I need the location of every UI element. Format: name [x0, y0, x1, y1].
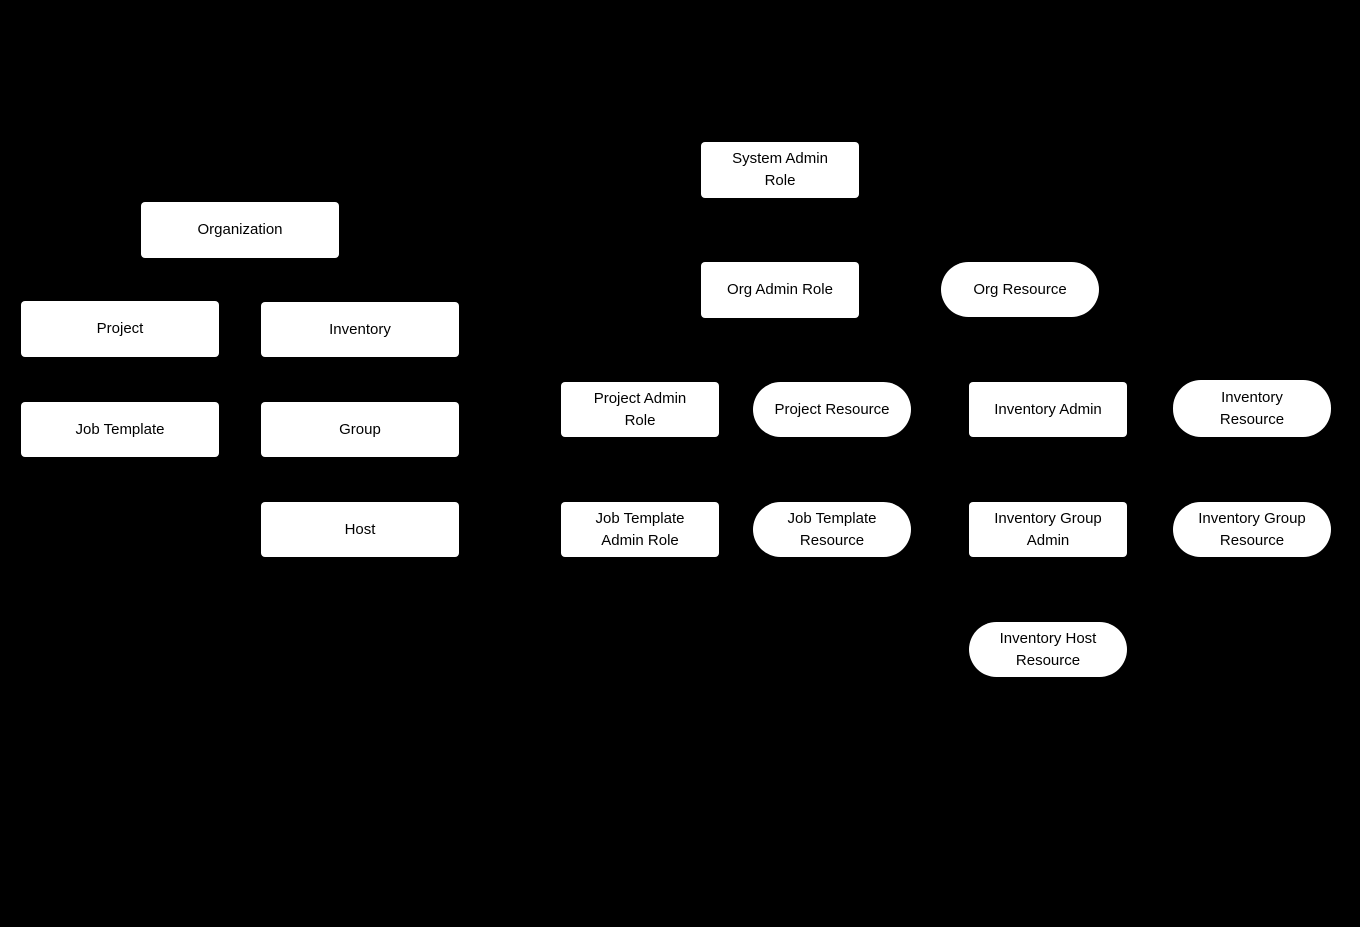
node-label: Inventory	[329, 320, 391, 338]
node-inventory: Inventory	[261, 302, 459, 357]
node-label: Inventory Resource	[1219, 388, 1285, 428]
node-label: Org Resource	[973, 280, 1067, 298]
node-organization: Organization	[141, 202, 339, 258]
node-project: Project	[21, 301, 219, 357]
node-label: Job Template	[75, 420, 165, 438]
node-label: Project Admin Role	[593, 389, 687, 429]
node-label: Inventory Admin	[994, 400, 1102, 418]
node-label: Organization	[197, 221, 283, 239]
node-inventory-resource: Inventory Resource	[1173, 380, 1331, 437]
node-label: Group	[339, 420, 381, 438]
node-org-admin-role: Org Admin Role	[701, 262, 859, 318]
node-inventory-admin: Inventory Admin	[969, 382, 1127, 437]
node-system-admin-role: System Admin Role	[701, 142, 859, 198]
node-label: Project Resource	[774, 400, 890, 418]
node-host: Host	[261, 502, 459, 557]
node-label: System Admin Role	[732, 150, 828, 189]
node-label: Org Admin Role	[727, 281, 833, 299]
node-label: Inventory Host Resource	[999, 629, 1097, 669]
node-label: Project	[96, 320, 144, 338]
node-job-template-resource: Job Template Resource	[753, 502, 911, 557]
node-inventory-group-admin: Inventory Group Admin	[969, 502, 1127, 557]
node-label: Job Template Admin Role	[595, 509, 685, 549]
node-label: Inventory Group Resource	[1198, 509, 1306, 549]
node-label: Inventory Group Admin	[994, 509, 1102, 549]
node-org-resource: Org Resource	[941, 262, 1099, 317]
node-inventory-host-resource: Inventory Host Resource	[969, 622, 1127, 677]
node-label: Job Template Resource	[787, 509, 877, 549]
node-project-resource: Project Resource	[753, 382, 911, 437]
node-label: Host	[344, 520, 376, 538]
node-job-template-admin-role: Job Template Admin Role	[561, 502, 719, 557]
node-project-admin-role: Project Admin Role	[561, 382, 719, 437]
node-inventory-group-resource: Inventory Group Resource	[1173, 502, 1331, 557]
node-group: Group	[261, 402, 459, 457]
node-job-template: Job Template	[21, 402, 219, 457]
